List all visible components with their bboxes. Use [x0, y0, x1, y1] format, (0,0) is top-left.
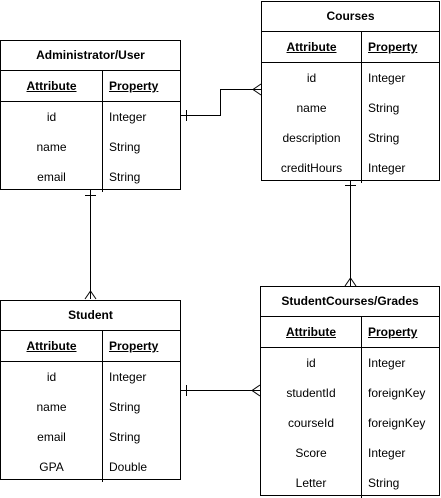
entity-row: courseId foreignKey [261, 408, 439, 438]
attribute-cell: studentId [261, 378, 362, 408]
attribute-cell: Letter [261, 468, 362, 498]
property-header: Property [368, 325, 418, 339]
property-cell: foreignKey [368, 386, 426, 400]
entity-title: Administrator/User [1, 41, 180, 71]
many-mark-courses-grades [344, 277, 357, 287]
attribute-cell: name [1, 132, 103, 162]
entity-row: GPA Double [1, 452, 180, 482]
property-cell: Integer [109, 110, 147, 124]
entity-header-row: Attribute Property [261, 317, 439, 348]
property-cell: String [368, 476, 400, 490]
entity-title: Courses [262, 2, 439, 32]
property-cell: Double [109, 460, 148, 474]
attribute-cell: id [1, 102, 103, 132]
entity-row: Letter String [261, 468, 439, 498]
property-cell: String [368, 131, 400, 145]
attribute-cell: Score [261, 438, 362, 468]
attribute-header: Attribute [261, 317, 362, 347]
entity-title: Student [1, 301, 180, 331]
entity-row: name String [262, 93, 439, 123]
many-mark-student-grades [251, 384, 261, 397]
property-cell: Integer [368, 356, 406, 370]
attribute-cell: creditHours [262, 153, 362, 183]
attribute-header: Attribute [1, 331, 103, 361]
property-cell: String [368, 101, 400, 115]
entity-title: StudentCourses/Grades [261, 287, 439, 317]
attribute-cell: description [262, 123, 362, 153]
property-cell: String [109, 400, 141, 414]
property-cell: Integer [368, 161, 406, 175]
property-cell: Integer [109, 370, 147, 384]
entity-courses: Courses Attribute Property id Integer na… [261, 1, 440, 183]
entity-row: name String [1, 392, 180, 422]
attribute-header: Attribute [1, 71, 103, 101]
entity-studentcourses-grades: StudentCourses/Grades Attribute Property… [260, 286, 440, 498]
entity-row: studentId foreignKey [261, 378, 439, 408]
entity-header-row: Attribute Property [262, 32, 439, 63]
many-mark-admin-courses [252, 83, 262, 96]
entity-row: name String [1, 132, 180, 162]
property-cell: foreignKey [368, 416, 426, 430]
attribute-cell: email [1, 422, 103, 452]
property-cell: Integer [368, 446, 406, 460]
property-cell: Integer [368, 71, 406, 85]
entity-row: email String [1, 162, 180, 192]
entity-header-row: Attribute Property [1, 71, 180, 102]
entity-row: id Integer [1, 102, 180, 132]
entity-header-row: Attribute Property [1, 331, 180, 362]
entity-student: Student Attribute Property id Integer na… [0, 300, 181, 482]
property-cell: String [109, 430, 141, 444]
attribute-cell: id [1, 362, 103, 392]
attribute-cell: name [262, 93, 362, 123]
attribute-cell: GPA [1, 452, 103, 482]
entity-row: id Integer [1, 362, 180, 392]
rel-admin-courses [181, 89, 261, 116]
many-mark-admin-student [84, 290, 97, 300]
entity-administrator-user: Administrator/User Attribute Property id… [0, 40, 181, 192]
entity-row: id Integer [261, 348, 439, 378]
attribute-cell: courseId [261, 408, 362, 438]
entity-row: email String [1, 422, 180, 452]
entity-row: id Integer [262, 63, 439, 93]
property-cell: String [109, 170, 141, 184]
entity-row: description String [262, 123, 439, 153]
attribute-cell: name [1, 392, 103, 422]
attribute-cell: email [1, 162, 103, 192]
attribute-cell: id [261, 348, 362, 378]
entity-row: Score Integer [261, 438, 439, 468]
entity-row: creditHours Integer [262, 153, 439, 183]
attribute-header: Attribute [262, 32, 362, 62]
property-cell: String [109, 140, 141, 154]
attribute-cell: id [262, 63, 362, 93]
property-header: Property [109, 339, 159, 353]
property-header: Property [109, 79, 159, 93]
property-header: Property [368, 40, 418, 54]
